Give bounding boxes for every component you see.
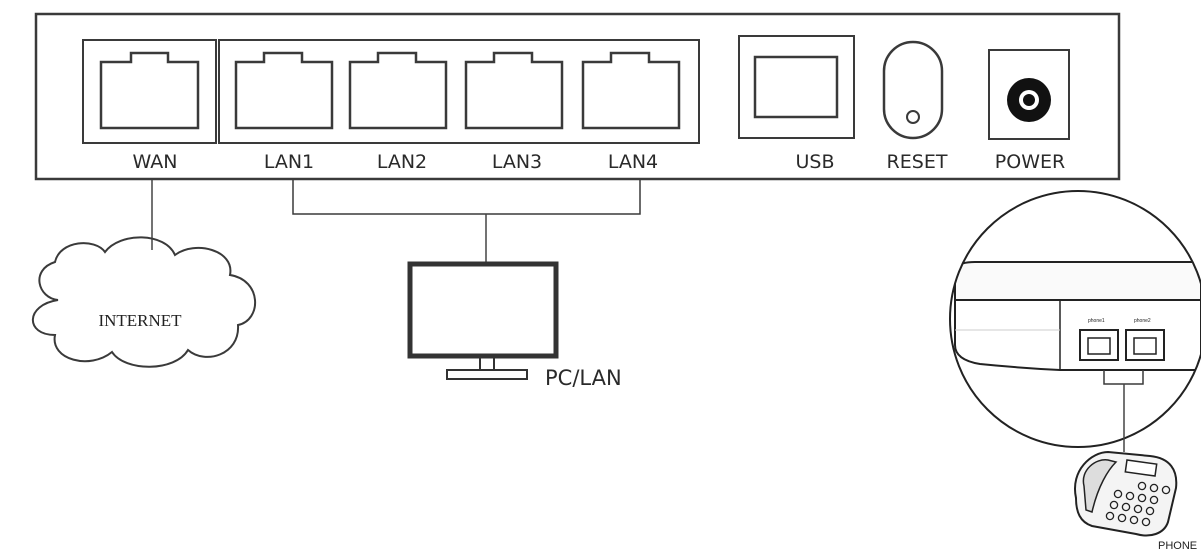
lan4-label: LAN4 [608, 151, 658, 173]
lan4-port [581, 51, 681, 130]
wan-port-frame [82, 39, 217, 144]
internet-label: INTERNET [98, 311, 182, 330]
lan-ports-frame [218, 39, 700, 144]
lan3-label: LAN3 [492, 151, 542, 173]
router-back-panel [34, 12, 1121, 181]
pc-monitor-icon [407, 261, 559, 380]
usb-port [753, 55, 839, 119]
reset-button [882, 40, 944, 140]
lan-connection-bracket [292, 180, 641, 215]
phone1-port-label: phone1 [1088, 318, 1105, 324]
power-jack-pin [1023, 94, 1035, 106]
reset-hole [906, 110, 920, 124]
phone2-port [1125, 329, 1165, 361]
internet-cloud [31, 236, 256, 368]
inset-circle-outline [949, 190, 1201, 448]
telephone-icon [1073, 450, 1178, 537]
power-port-frame [988, 49, 1070, 140]
power-label: POWER [995, 151, 1065, 173]
phone2-port-label: phone2 [1134, 318, 1151, 324]
pc-lan-label: PC/LAN [545, 366, 622, 390]
reset-label: RESET [887, 151, 948, 173]
lan3-port [464, 51, 564, 130]
lan2-port [348, 51, 448, 130]
phone-label: PHONE [1158, 540, 1197, 552]
lan1-port [234, 51, 334, 130]
wan-label: WAN [133, 151, 178, 173]
lan2-label: LAN2 [377, 151, 427, 173]
phone-ports-inset: phone1 phone2 [954, 261, 1201, 371]
phone-connection-bracket [1103, 370, 1144, 385]
wan-port [99, 51, 200, 130]
usb-label: USB [795, 151, 834, 173]
lan1-label: LAN1 [264, 151, 314, 173]
phone1-port [1079, 329, 1119, 361]
usb-port-frame [738, 35, 855, 139]
